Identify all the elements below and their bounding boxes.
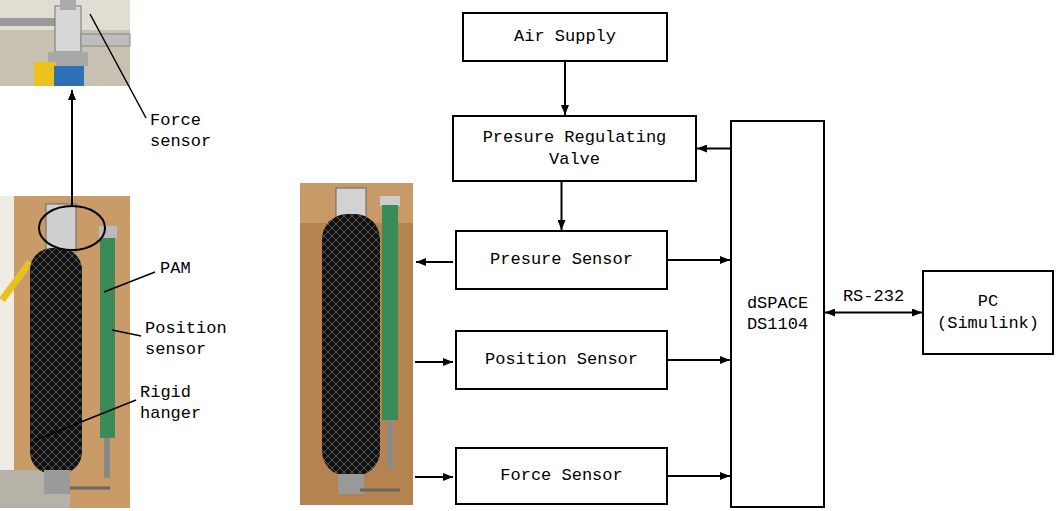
- controller-box: dSPACE DS1104: [730, 120, 825, 508]
- box-label: Presure Sensor: [490, 249, 633, 270]
- part-label: Rigid hanger: [140, 382, 240, 425]
- part-label: Force sensor: [150, 110, 255, 153]
- link-label: RS-232: [841, 287, 906, 307]
- sensor-box: Force Sensor: [455, 447, 668, 505]
- signal-arrow: [668, 475, 730, 477]
- force-sensor-photo: [0, 0, 130, 86]
- sensor-box: Presure Sensor: [455, 230, 668, 290]
- signal-arrow: [668, 259, 730, 261]
- pam-rig-photo: [0, 196, 130, 508]
- box-label: PC (Simulink): [932, 291, 1044, 334]
- valve-box: Presure Regulating Valve: [452, 115, 697, 182]
- part-label: Position sensor: [145, 318, 255, 361]
- signal-arrow: [561, 182, 563, 230]
- sensor-box: Position Sensor: [455, 330, 668, 390]
- box-label: Force Sensor: [500, 465, 622, 486]
- signal-arrow: [668, 359, 730, 361]
- signal-arrow: [564, 62, 566, 115]
- photo-arrows: [415, 262, 453, 477]
- signal-arrow: [697, 148, 730, 150]
- box-label: Presure Regulating Valve: [462, 127, 687, 170]
- computer-box: PC (Simulink): [922, 270, 1054, 355]
- supply-box: Air Supply: [462, 12, 668, 62]
- leader-lines: [36, 14, 155, 440]
- part-label: PAM: [160, 258, 220, 279]
- pam-photo: [300, 183, 413, 505]
- signal-arrow: [825, 312, 922, 314]
- box-label: Air Supply: [514, 26, 616, 47]
- box-label: Position Sensor: [485, 349, 638, 370]
- box-label: dSPACE DS1104: [740, 293, 815, 336]
